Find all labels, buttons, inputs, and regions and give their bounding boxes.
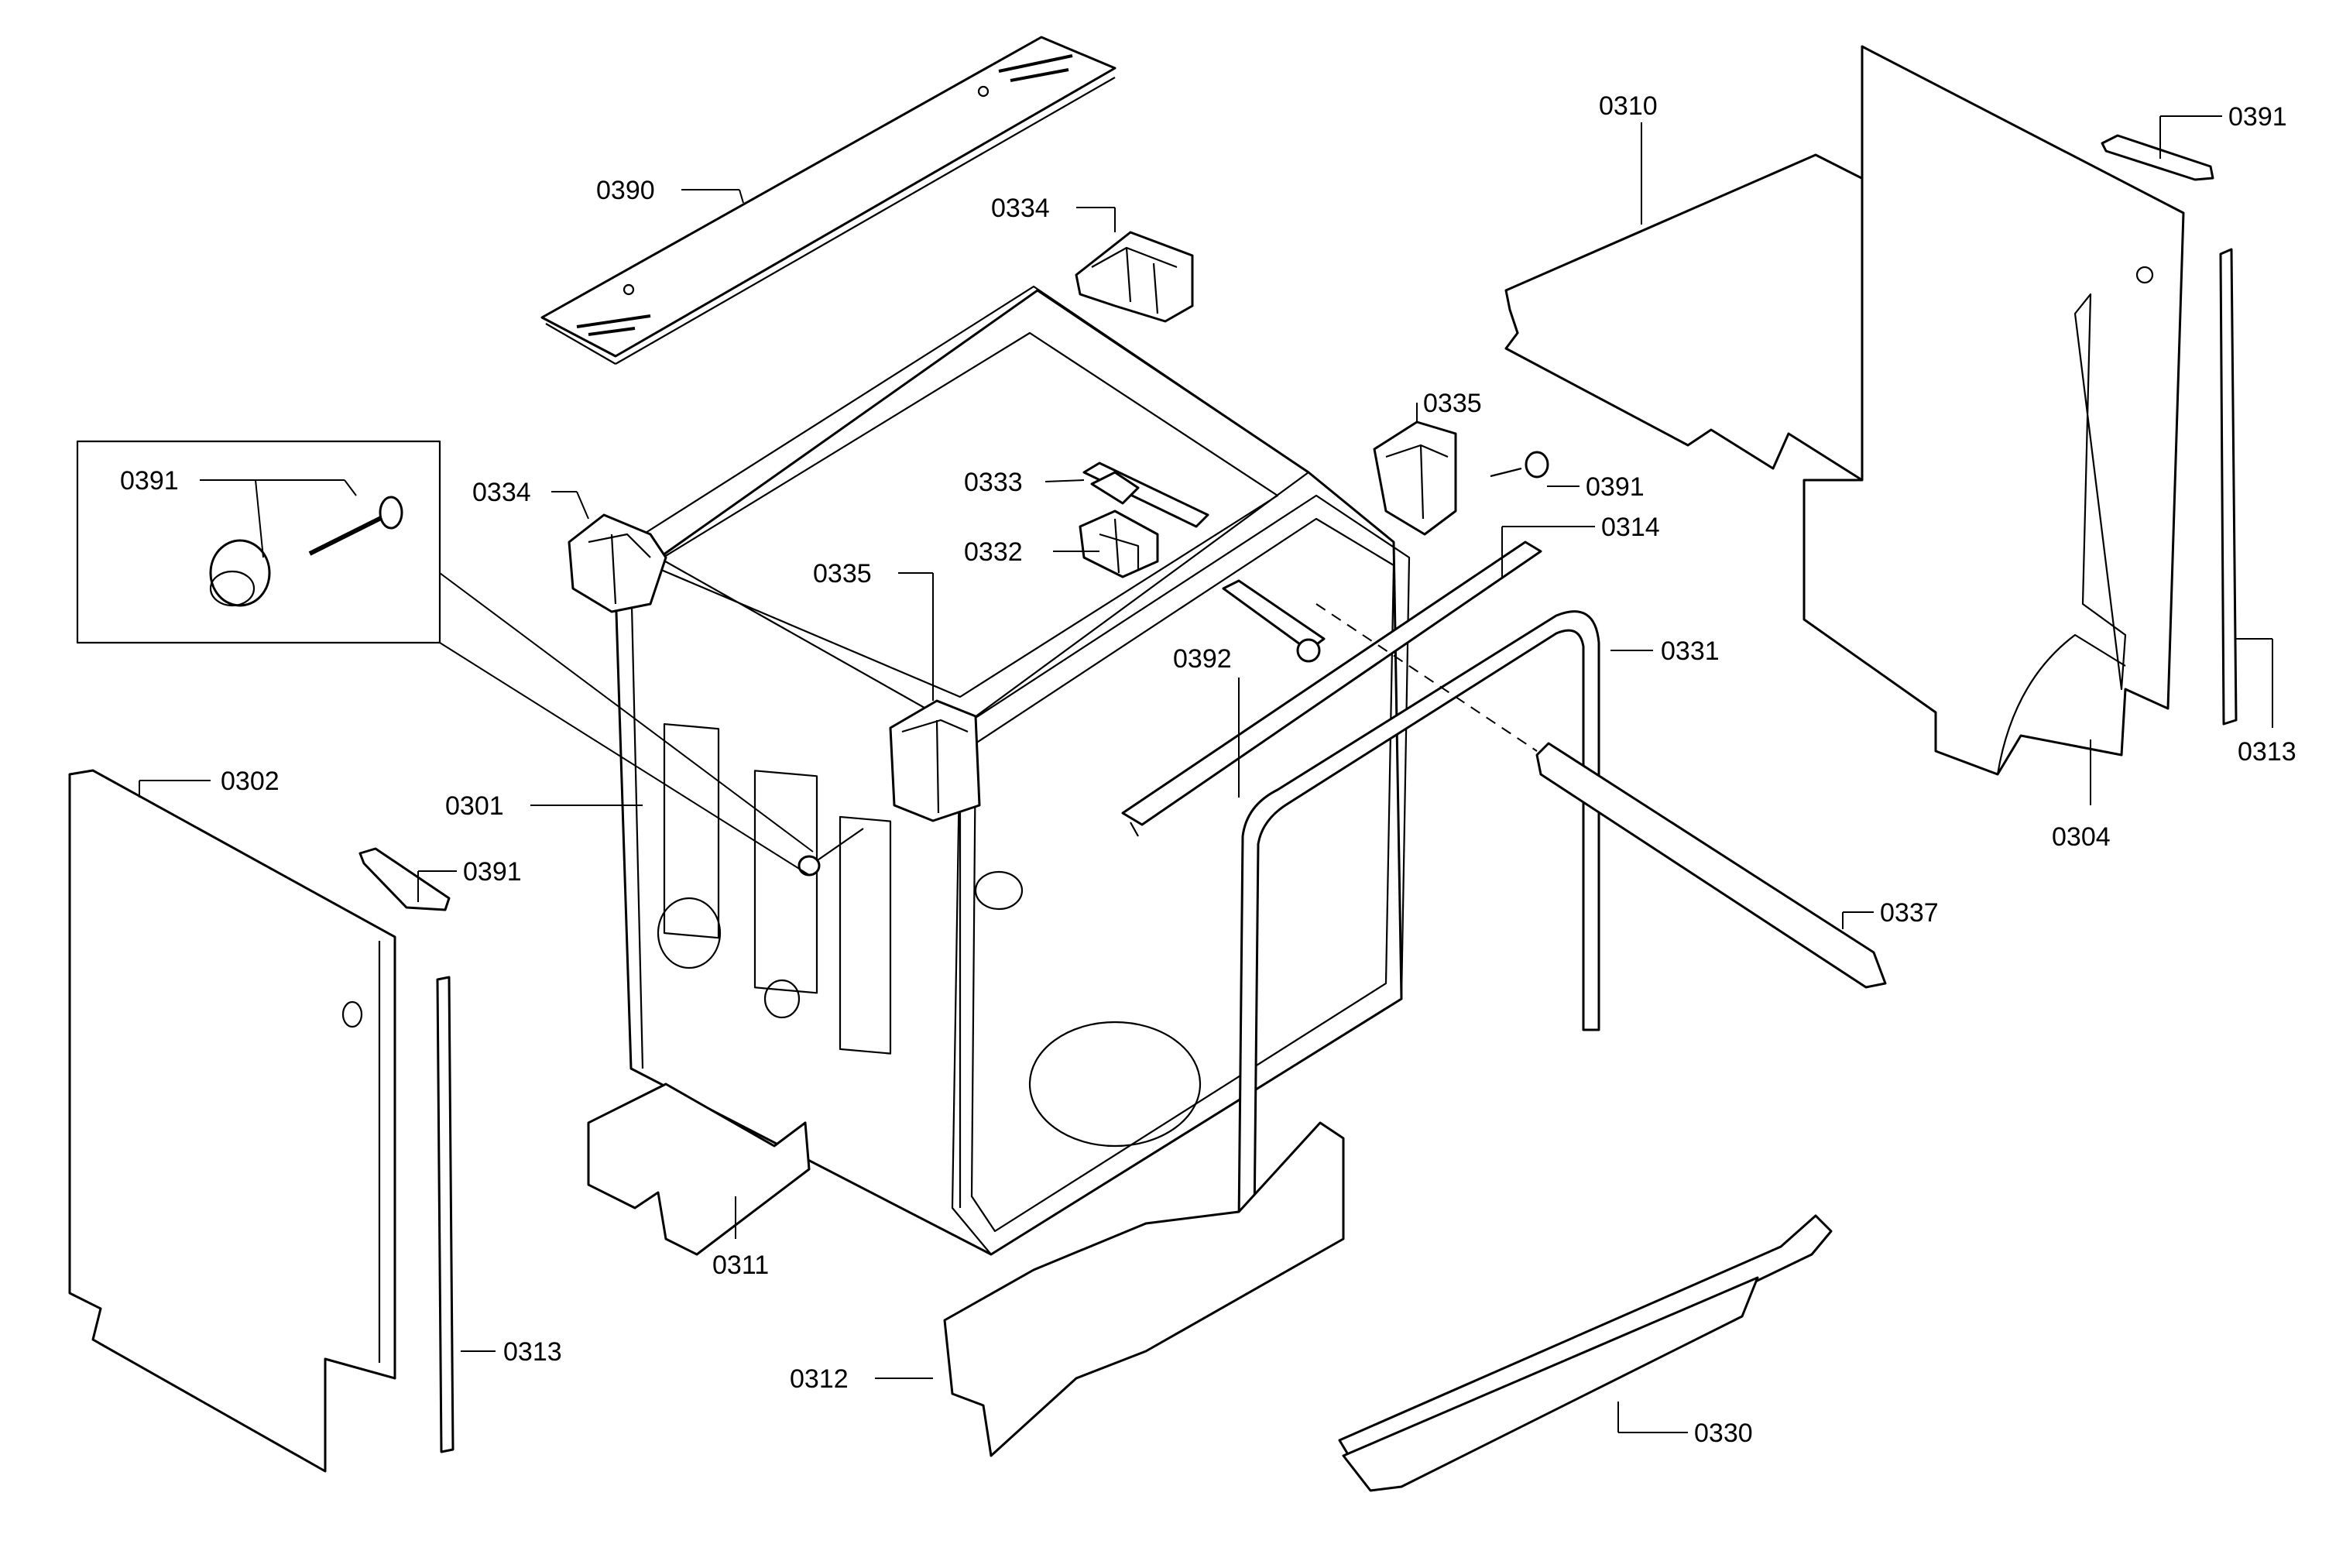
label-0302: 0302	[139, 767, 280, 798]
part-0335-left-bracket	[889, 699, 981, 822]
part-0332-latch	[1079, 510, 1159, 578]
part-0392-bracket	[1222, 579, 1326, 663]
label-0304: 0304	[2052, 739, 2111, 852]
label-0333-text: 0333	[964, 468, 1023, 497]
part-0334-top-bracket	[1075, 231, 1194, 323]
part-0333-clip	[1082, 461, 1209, 528]
label-0392-text: 0392	[1173, 644, 1232, 674]
label-0301: 0301	[445, 791, 643, 821]
label-0312: 0312	[790, 1364, 933, 1394]
label-0314: 0314	[1501, 513, 1660, 577]
part-0390-top-cover	[540, 36, 1116, 365]
label-0391-inset-text: 0391	[120, 466, 179, 496]
label-0334-left: 0334	[472, 478, 589, 520]
label-0314-text: 0314	[1601, 513, 1660, 542]
label-0311: 0311	[712, 1196, 769, 1280]
label-0313-left-text: 0313	[503, 1337, 562, 1367]
label-0330-text: 0330	[1694, 1419, 1753, 1448]
label-0334-left-text: 0334	[472, 478, 531, 507]
label-0332: 0332	[964, 537, 1099, 567]
label-0331: 0331	[1610, 636, 1720, 666]
label-0330: 0330	[1617, 1402, 1753, 1448]
part-0302-left-panel	[68, 769, 396, 1473]
label-0335-left-text: 0335	[813, 559, 872, 588]
label-0310-text: 0310	[1599, 91, 1658, 121]
label-0391-mid: 0391	[1547, 472, 1645, 502]
label-0391-left: 0391	[417, 857, 522, 902]
label-0333: 0333	[964, 468, 1085, 497]
label-0391-left-text: 0391	[463, 857, 522, 887]
part-0313-right-trim	[2219, 248, 2238, 726]
part-0312-front-block	[943, 1121, 1345, 1457]
part-0301-tub	[614, 285, 1411, 1256]
label-0391-inset: 0391	[120, 466, 357, 558]
part-0304-right-panel	[1802, 45, 2185, 776]
part-0314-rail	[1121, 540, 1542, 837]
part-0334-left-bracket	[568, 513, 667, 613]
label-0313-left: 0313	[461, 1337, 562, 1367]
label-0337-text: 0337	[1880, 898, 1939, 928]
part-0335-right-bracket	[1373, 420, 1457, 536]
label-0313-right-text: 0313	[2238, 737, 2296, 767]
inset-0391-detail	[76, 440, 814, 876]
part-0313-left-trim	[436, 976, 454, 1453]
label-0334-top-text: 0334	[991, 194, 1050, 223]
label-0312-text: 0312	[790, 1364, 849, 1394]
label-0310: 0310	[1599, 91, 1658, 225]
label-0332-text: 0332	[964, 537, 1023, 567]
label-0334-top: 0334	[991, 194, 1116, 232]
label-0391-topright: 0391	[2159, 102, 2287, 159]
label-0302-text: 0302	[221, 767, 280, 796]
label-0337: 0337	[1842, 898, 1939, 929]
label-0392: 0392	[1173, 644, 1240, 798]
label-0391-mid-text: 0391	[1586, 472, 1645, 502]
label-0390-text: 0390	[596, 176, 655, 205]
label-0313-right: 0313	[2236, 638, 2296, 767]
label-0390: 0390	[596, 176, 744, 205]
label-0335-right-text: 0335	[1423, 389, 1482, 418]
label-0391-topright-text: 0391	[2228, 102, 2287, 132]
label-0331-text: 0331	[1661, 636, 1720, 666]
label-0311-text: 0311	[712, 1251, 769, 1280]
part-0337-spray-rail	[1315, 603, 1887, 989]
label-0335-left: 0335	[813, 559, 934, 701]
label-0301-text: 0301	[445, 791, 504, 821]
part-0331-door-gasket	[1237, 610, 1600, 1225]
part-0330-toe-plate	[1338, 1214, 1833, 1492]
part-0391-screw-mid	[1490, 451, 1549, 479]
part-0391-bracket-left	[358, 847, 451, 911]
label-0335-right: 0335	[1416, 389, 1482, 422]
part-0391-bracket-topright	[2101, 134, 2214, 181]
label-0304-text: 0304	[2052, 822, 2111, 852]
part-0311-base-block	[587, 1083, 811, 1256]
